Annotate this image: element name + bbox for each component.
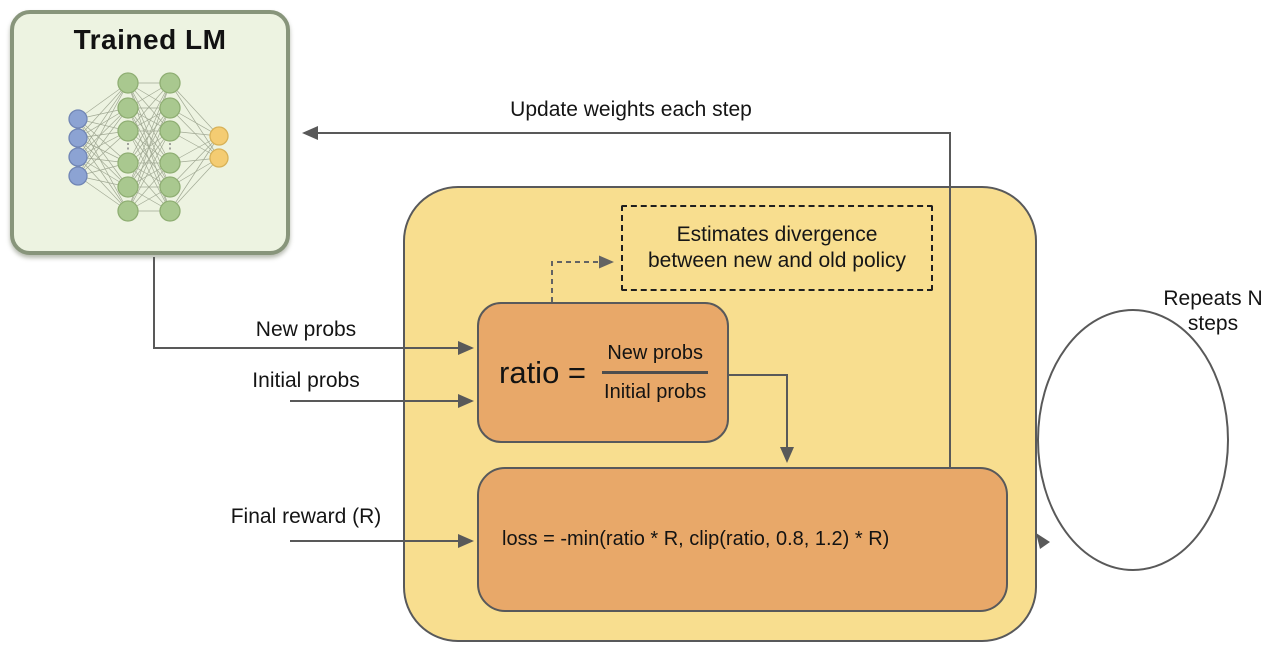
repeat-loop-arrowhead — [1036, 533, 1050, 549]
initial-probs-label: Initial probs — [252, 369, 360, 392]
update-weights-label: Update weights each step — [510, 98, 752, 121]
neural-network-icon — [68, 72, 229, 222]
ratio-box: ratio = New probs Initial probs — [477, 302, 729, 443]
ratio-denominator: Initial probs — [604, 380, 707, 403]
divergence-note-line2: between new and old policy — [647, 249, 906, 272]
final-reward-label: Final reward (R) — [230, 505, 382, 528]
divergence-note-box: Estimates divergence between new and old… — [621, 205, 933, 291]
repeats-label: Repeats N steps — [1163, 287, 1263, 335]
ratio-numerator: New probs — [607, 341, 703, 364]
loss-box: loss = -min(ratio * R, clip(ratio, 0.8, … — [477, 467, 1008, 612]
repeat-loop-ellipse — [1037, 309, 1229, 571]
divergence-note-line1: Estimates divergence — [676, 223, 878, 246]
trained-lm-title: Trained LM — [73, 24, 227, 55]
ratio-fraction: New probs Initial probs — [602, 341, 709, 404]
loss-formula: loss = -min(ratio * R, clip(ratio, 0.8, … — [502, 528, 890, 550]
new-probs-label: New probs — [255, 318, 357, 341]
ratio-lhs: ratio = — [499, 354, 587, 390]
